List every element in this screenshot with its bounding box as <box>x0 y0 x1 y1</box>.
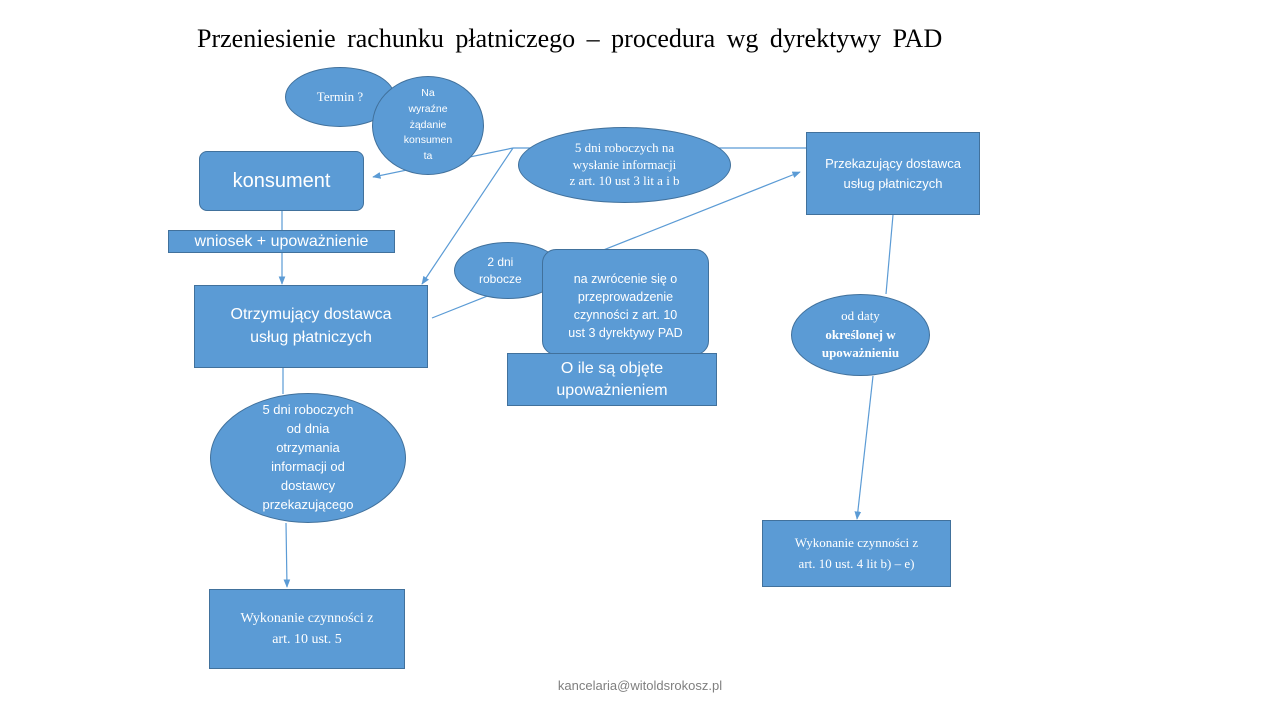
wykonanie-ust4-label: Wykonanie czynności z art. 10 ust. 4 lit… <box>794 534 919 571</box>
wykonanie-ust5-label: Wykonanie czynności z art. 10 ust. 5 <box>240 611 374 647</box>
od-daty-label: od daty <box>841 307 880 323</box>
przekazujacy-dostawca-box: Przekazujący dostawca usług płatniczych <box>806 132 980 215</box>
wykonanie-ust4-box: Wykonanie czynności z art. 10 ust. 4 lit… <box>762 520 951 587</box>
wykonanie-ust5-box: Wykonanie czynności z art. 10 ust. 5 <box>209 589 405 669</box>
otrzymujacy-dostawca-label: Otrzymujący dostawca usług płatniczych <box>230 306 392 346</box>
arrow-to-otrzymujacy <box>421 147 514 285</box>
dwa-dni-robocze-label: 2 dni robocze <box>479 254 522 286</box>
o-ile-objete-label: O ile są objęte upoważnieniem <box>556 359 668 399</box>
piec-dni-na-wyslanie-ellipse: 5 dni roboczych na wysłanie informacji z… <box>518 127 731 203</box>
footer-email: kancelaria@witoldsrokosz.pl <box>557 678 723 693</box>
konsument-label: konsument <box>232 169 331 192</box>
otrzymujacy-dostawca-box: Otrzymujący dostawca usług płatniczych <box>194 285 428 368</box>
piec-dni-od-otrzymania-ellipse: 5 dni roboczych od dnia otrzymania infor… <box>210 393 406 523</box>
zwrocenie-sie-label: na zwrócenie się o przeprowadzenie czynn… <box>568 272 683 341</box>
connector-przekazujacy-to-od-daty <box>885 214 894 295</box>
piec-dni-od-otrzymania-label: 5 dni roboczych od dnia otrzymania infor… <box>262 402 354 512</box>
piec-dni-na-wyslanie-label: 5 dni roboczych na wysłanie informacji z… <box>569 139 680 189</box>
slide-title: Przeniesienie rachunku płatniczego – pro… <box>197 24 943 53</box>
wniosek-label: wniosek + upoważnienie <box>194 232 369 250</box>
wniosek-box: wniosek + upoważnienie <box>168 230 395 253</box>
o-ile-objete-box: O ile są objęte upoważnieniem <box>507 353 717 406</box>
termin-label: Termin ? <box>316 89 364 104</box>
zwrocenie-sie-box: na zwrócenie się o przeprowadzenie czynn… <box>542 249 709 355</box>
przekazujacy-dostawca-label: Przekazujący dostawca usług płatniczych <box>825 156 961 191</box>
od-daty-ellipse: od daty określonej w upoważnieniu <box>791 294 930 376</box>
arrow-5-dni-to-wykonanie-ust5 <box>283 522 291 588</box>
konsument-box: konsument <box>199 151 364 211</box>
na-wyrazne-zadanie-label: Na wyraźne żądanie konsumen ta <box>403 87 453 163</box>
arrow-od-daty-to-wykonanie-ust4 <box>854 375 874 520</box>
okreslonej-w-upowaznieniu-label: określonej w upoważnieniu <box>821 326 900 361</box>
na-wyrazne-zadanie-ellipse: Na wyraźne żądanie konsumen ta <box>372 76 484 175</box>
